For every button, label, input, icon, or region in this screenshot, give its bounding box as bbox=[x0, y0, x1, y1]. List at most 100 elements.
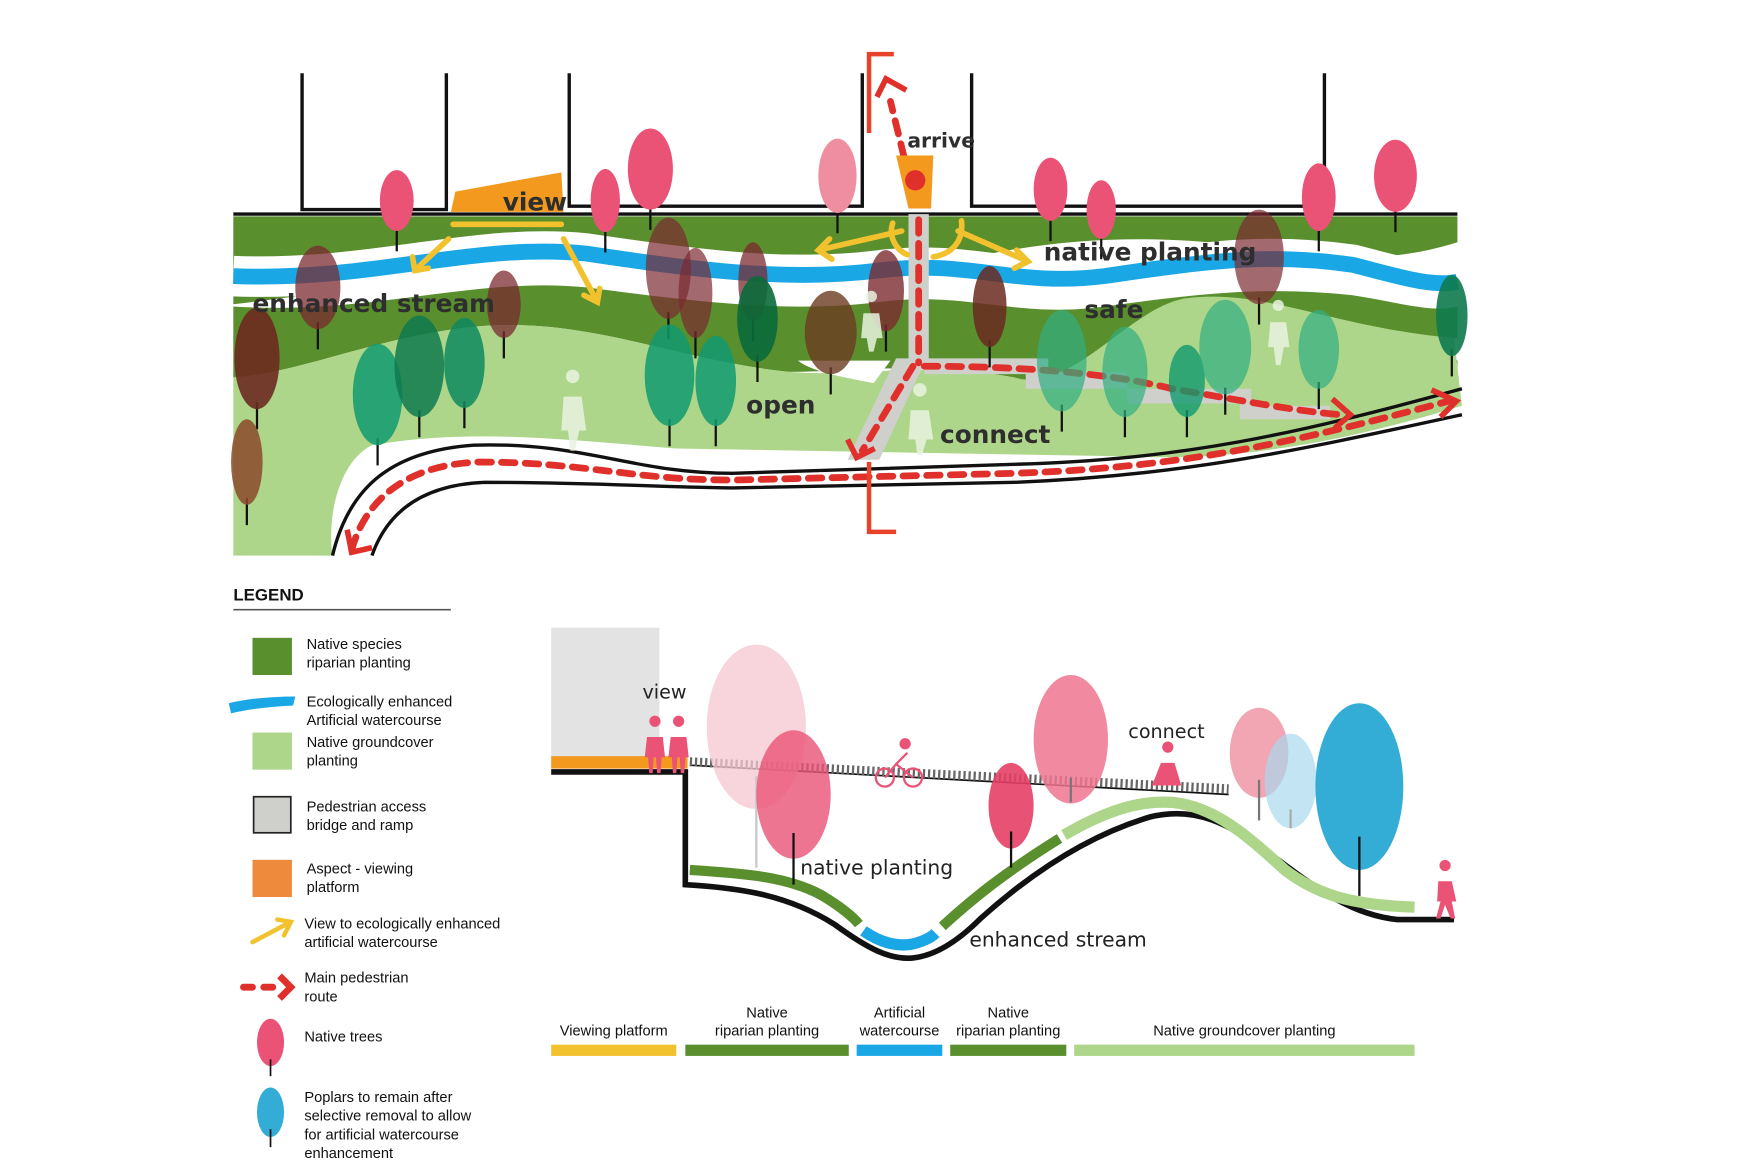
section-cut-bottom bbox=[866, 462, 897, 535]
tree bbox=[444, 317, 485, 429]
legend-title: LEGEND bbox=[233, 586, 303, 605]
tree-crown bbox=[867, 250, 904, 332]
zone-label: Native groundcover planting bbox=[1153, 1024, 1335, 1040]
tree-crown bbox=[1264, 733, 1317, 829]
label-safe: safe bbox=[1084, 295, 1143, 324]
tree-crown bbox=[295, 245, 341, 330]
zone-label: Native bbox=[987, 1006, 1029, 1022]
tree bbox=[678, 247, 713, 359]
head bbox=[899, 738, 911, 750]
tree-crown bbox=[1102, 326, 1148, 417]
route-chevron bbox=[277, 973, 296, 1001]
tree-crown bbox=[231, 419, 263, 505]
pedestrian-icon bbox=[1268, 299, 1290, 366]
tree-crown bbox=[627, 128, 673, 210]
tree-crown bbox=[486, 270, 521, 339]
pedestrian-icon bbox=[861, 290, 883, 352]
route-arrow-arrive bbox=[874, 74, 908, 99]
section-groundcover bbox=[1061, 796, 1415, 913]
legend-item-label: Native trees bbox=[304, 1029, 382, 1045]
tree bbox=[737, 276, 778, 383]
person-icon bbox=[644, 715, 666, 774]
section-label-connect: connect bbox=[1128, 720, 1205, 743]
pedestrian-icon bbox=[1436, 859, 1457, 919]
building-2 bbox=[567, 73, 864, 208]
route-arrow-start bbox=[344, 529, 373, 556]
view-arrow-icon bbox=[250, 917, 295, 945]
tree bbox=[1436, 274, 1468, 377]
section-riparian-left bbox=[689, 864, 863, 928]
tree bbox=[1102, 326, 1148, 438]
zone-label: Viewing platform bbox=[560, 1024, 668, 1040]
zone-color-bar bbox=[1074, 1044, 1415, 1056]
groundcover-swatch-icon bbox=[252, 732, 292, 770]
tree bbox=[590, 169, 620, 253]
tree bbox=[1086, 180, 1116, 260]
tree-crown bbox=[379, 170, 414, 232]
tree-crown bbox=[352, 343, 403, 446]
frame bbox=[883, 751, 914, 779]
tree bbox=[231, 419, 263, 526]
tree-crown bbox=[1301, 163, 1336, 232]
zone-label: Artificial bbox=[874, 1006, 925, 1022]
legend-item-label: enhancement bbox=[304, 1146, 393, 1162]
tree-crown bbox=[1168, 344, 1205, 417]
section-tree bbox=[1315, 703, 1404, 896]
zone-color-bar bbox=[856, 1044, 943, 1056]
path-edge-outer bbox=[330, 387, 1463, 556]
legend-item-label: platform bbox=[307, 880, 360, 896]
tree-crown bbox=[1086, 180, 1116, 239]
tree-crown bbox=[1033, 157, 1068, 221]
legend-item-label: riparian planting bbox=[307, 656, 411, 672]
tree bbox=[1036, 309, 1087, 432]
tree-crown bbox=[256, 1087, 285, 1138]
section-people bbox=[644, 715, 1457, 919]
cross-section: view connect native planting enhanced st… bbox=[551, 627, 1457, 1056]
legend-item-label: View to ecologically enhanced bbox=[304, 917, 500, 933]
legend-item-label: Native species bbox=[307, 637, 402, 653]
plan-trees bbox=[231, 128, 1468, 526]
tree-crown bbox=[804, 290, 857, 375]
tree-crown bbox=[1436, 274, 1468, 357]
section-tree bbox=[1264, 733, 1317, 829]
section-tree bbox=[1033, 675, 1109, 804]
main-path bbox=[330, 387, 1463, 557]
label-arrive: arrive bbox=[907, 129, 975, 153]
legend-item-label: Ecologically enhanced bbox=[307, 695, 453, 711]
tree bbox=[1374, 139, 1417, 233]
tree-crown bbox=[644, 324, 695, 426]
section-cut-top bbox=[866, 51, 894, 133]
zone-label: riparian planting bbox=[715, 1024, 819, 1040]
zone-color-bar bbox=[551, 1044, 677, 1056]
legend-item-label: bridge and ramp bbox=[307, 818, 414, 834]
legend-item-label: Poplars to remain after bbox=[304, 1090, 452, 1106]
route-arrow-left bbox=[845, 438, 876, 462]
section-water bbox=[860, 926, 940, 951]
tree bbox=[627, 128, 673, 230]
tree-crown bbox=[1374, 139, 1417, 212]
tree-crown bbox=[590, 169, 620, 233]
tree-crown bbox=[737, 276, 778, 362]
zone-label: riparian planting bbox=[956, 1024, 1060, 1040]
ramp-right bbox=[924, 358, 1331, 420]
legend-item-label: Artificial watercourse bbox=[307, 713, 442, 729]
plan-pedestrians bbox=[561, 290, 1290, 456]
tree bbox=[1199, 299, 1252, 415]
view-arrow-3 bbox=[813, 228, 905, 263]
building-1 bbox=[300, 73, 449, 212]
tree bbox=[804, 290, 857, 395]
tree bbox=[486, 270, 521, 359]
zone-bar: Viewing platform bbox=[551, 1024, 677, 1056]
zone-bar: Native riparian planting bbox=[950, 1006, 1067, 1056]
tree-crown bbox=[1199, 299, 1252, 395]
tree-crown bbox=[394, 315, 445, 417]
route-arrow-right bbox=[1330, 396, 1355, 431]
tree bbox=[1234, 209, 1284, 325]
groundcover-area bbox=[233, 296, 1462, 556]
tree-crown bbox=[1036, 309, 1087, 412]
tree bbox=[818, 138, 857, 234]
tree bbox=[1301, 163, 1336, 252]
tree bbox=[352, 343, 403, 466]
tree-crown bbox=[972, 265, 1007, 348]
section-tree bbox=[988, 762, 1034, 868]
